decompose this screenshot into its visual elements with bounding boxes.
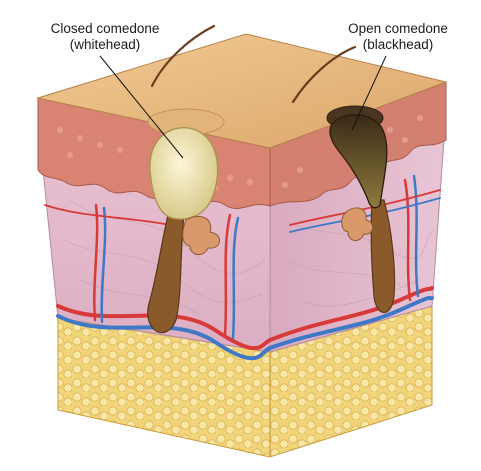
hair-left — [150, 24, 216, 88]
open-comedone — [329, 113, 396, 314]
subcutaneous-fat-layer — [57, 305, 433, 458]
whitehead-bulge — [149, 127, 219, 220]
vein-front — [56, 314, 272, 361]
open-sebaceous-gland — [341, 207, 373, 241]
blackhead-plug — [329, 113, 388, 209]
vein-side — [268, 295, 434, 350]
label-leader-lines — [99, 55, 387, 159]
closed-comedone-label: Closed comedone (whitehead) — [30, 21, 180, 53]
closed-comedone — [147, 127, 220, 333]
closed-comedone-subtitle: (whitehead) — [69, 37, 141, 52]
closed-follicle-stalk — [147, 214, 185, 333]
closed-comedone-title: Closed comedone — [50, 21, 160, 36]
hair-right — [291, 45, 357, 104]
artery-side — [268, 286, 434, 342]
open-comedone-label: Open comedone (blackhead) — [328, 21, 468, 53]
closed-sebaceous-gland — [182, 216, 220, 255]
closed-comedone-leader — [99, 55, 184, 159]
open-comedone-leader — [351, 55, 387, 131]
artery-front — [56, 304, 272, 351]
open-follicle-stalk — [370, 199, 396, 314]
open-comedone-title: Open comedone — [348, 21, 448, 36]
hair-shafts — [150, 24, 357, 104]
open-comedone-subtitle: (blackhead) — [362, 37, 434, 52]
